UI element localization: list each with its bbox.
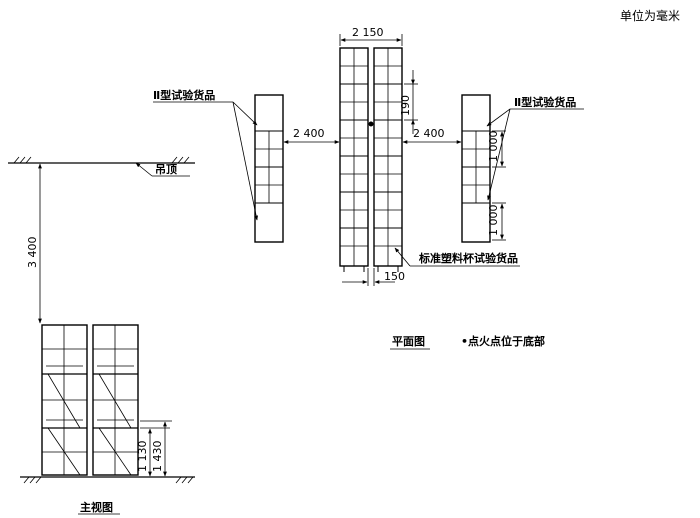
units-note: 单位为毫米 (620, 8, 680, 23)
dim-right-lower: 1 000 (487, 202, 506, 241)
right-type2-stack (461, 94, 491, 243)
label-plan-view: 平面图 (392, 335, 425, 348)
label-standard-cup: 标准塑料杯试验货品 (418, 251, 518, 265)
left-type2-stack (254, 94, 284, 243)
dim-gap-left: 2 400 (283, 127, 340, 144)
dim-flue: 190 (399, 70, 418, 134)
dim-bottom-gap: 150 (342, 268, 405, 286)
label-type2-left: Ⅱ型试验货品 (153, 88, 215, 102)
dim-width-total-text: 2 150 (352, 26, 384, 39)
front-view: 吊顶 3 400 (8, 156, 195, 515)
dim-gap-left-text: 2 400 (293, 127, 325, 140)
dim-flue-text: 190 (399, 95, 412, 116)
dim-right-lower-text: 1 000 (487, 205, 500, 237)
dim-right-upper-text: 1 000 (487, 131, 500, 163)
dim-h1130-text: 1 130 (136, 441, 149, 473)
center-rack-right (373, 47, 403, 272)
plan-view: 2 150 2 400 2 400 190 1 000 (153, 26, 584, 350)
label-type2-right: Ⅱ型试验货品 (514, 95, 576, 109)
dim-gap-right-text: 2 400 (413, 127, 445, 140)
dim-height-ceiling-text: 3 400 (26, 237, 39, 269)
dim-right-upper: 1 000 (487, 131, 506, 168)
dim-width-total: 2 150 (339, 26, 403, 46)
center-rack-left (339, 47, 369, 272)
dim-h1430-text: 1 430 (151, 441, 164, 473)
front-rack-left (41, 324, 88, 476)
label-front-view: 主视图 (80, 500, 113, 514)
dim-bottom-gap-text: 150 (384, 270, 405, 283)
front-rack-right (92, 324, 139, 476)
ignition-point-marker (368, 121, 374, 127)
label-ignition-note: •点火点位于底部 (461, 334, 545, 348)
dim-gap-right: 2 400 (402, 127, 462, 144)
label-ceiling: 吊顶 (155, 163, 177, 176)
